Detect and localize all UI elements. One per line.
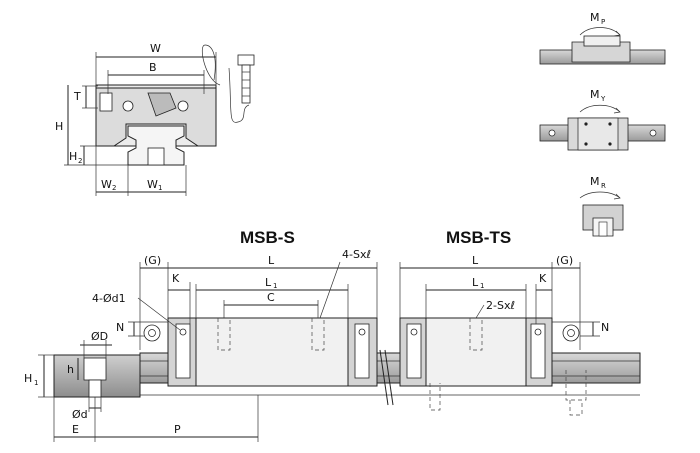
dim-h-small: h	[67, 363, 74, 376]
bolt-shank	[241, 64, 251, 104]
dim-c: C	[267, 291, 275, 304]
dim-e: E	[72, 423, 79, 436]
dim-l-left: L	[268, 254, 275, 267]
moment-my-sub: Y	[600, 95, 606, 103]
moment-mr-diagram: M R	[579, 175, 624, 237]
my-arrow-icon	[579, 104, 621, 113]
dim-n-right: N	[601, 321, 609, 334]
model-title-right: MSB-TS	[446, 228, 511, 247]
dim-n-left: N	[116, 321, 124, 334]
dim-l1-right: L	[472, 276, 479, 289]
dim-h2-sub: 2	[78, 157, 82, 165]
model-title-left: MSB-S	[240, 228, 295, 247]
dim-h2-label: H	[69, 150, 77, 163]
through-hole	[88, 379, 102, 398]
dim-w-label: W	[150, 42, 161, 55]
label-hole-left: 4-Ød1	[92, 292, 126, 305]
dim-w1-label: W	[147, 178, 158, 191]
seal-detail	[147, 92, 177, 117]
tap-hole-3	[469, 318, 483, 351]
label-tap-left: 4-Sxℓ	[342, 248, 371, 261]
moment-mr-label: M	[590, 175, 600, 188]
dim-g-left: (G)	[144, 254, 161, 267]
block-section-view: W B T H H 2 W 2 W 1	[55, 42, 255, 196]
dim-h1-sub: 1	[34, 379, 38, 387]
dim-w2-sub: 2	[112, 184, 116, 192]
rail-bolt-hole	[147, 147, 165, 166]
moment-mp-sub: P	[601, 18, 605, 26]
mr-arrow-icon	[579, 191, 621, 199]
moment-mp-label: M	[590, 11, 600, 24]
rail-profile	[127, 125, 185, 166]
dim-l1-left: L	[265, 276, 272, 289]
dim-w2-label: W	[101, 178, 112, 191]
endcap-left-b	[354, 323, 370, 379]
dim-g-right: (G)	[556, 254, 573, 267]
ball-right	[177, 100, 189, 112]
moment-mr-sub: R	[601, 182, 606, 190]
dim-l-right: L	[472, 254, 479, 267]
moment-mp-diagram: M P	[539, 11, 666, 65]
endcap-left-a	[175, 323, 191, 379]
ball-left	[122, 100, 134, 112]
dim-od: ØD	[91, 330, 108, 343]
dim-h-label: H	[55, 120, 63, 133]
counterbore	[83, 357, 107, 381]
dim-w1-sub: 1	[158, 184, 162, 192]
dim-t-label: T	[73, 90, 81, 103]
moment-my-label: M	[590, 88, 600, 101]
moment-my-diagram: M Y	[539, 88, 666, 151]
mp-arrow-icon	[579, 27, 621, 36]
side-view: (G) K L L 1 C 4-Sxℓ 4-Ød1 N L L 1	[24, 248, 641, 442]
dim-od-small: Ød	[72, 408, 88, 421]
dim-b-label: B	[149, 61, 157, 74]
mounting-screw-left	[99, 92, 113, 112]
tap-hole-1	[217, 318, 231, 351]
dim-l1-right-sub: 1	[480, 282, 484, 290]
dim-l1-left-sub: 1	[273, 282, 277, 290]
label-tap-right: 2-Sxℓ	[486, 299, 515, 312]
tap-hole-2	[311, 318, 325, 351]
dim-k-left: K	[172, 272, 180, 285]
dim-h1: H	[24, 372, 32, 385]
dim-p: P	[174, 423, 181, 436]
bolt-head	[237, 54, 255, 66]
dim-k-right: K	[539, 272, 547, 285]
